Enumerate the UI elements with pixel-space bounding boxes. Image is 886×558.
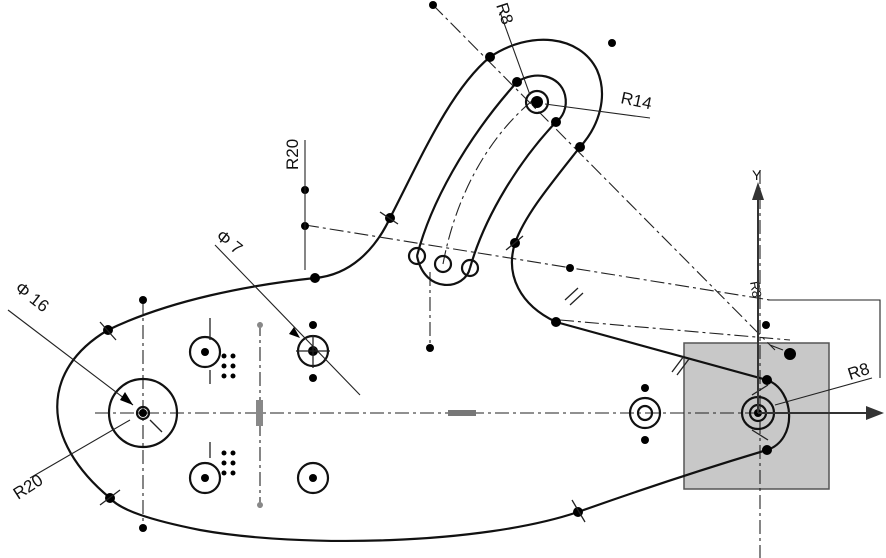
outline-origin-arc[interactable] bbox=[766, 378, 791, 452]
outline-bottom-curve[interactable] bbox=[109, 448, 768, 543]
hole-lower-left[interactable] bbox=[188, 461, 222, 495]
point[interactable] bbox=[762, 445, 772, 455]
dim-phi7-leader[interactable] bbox=[214, 244, 361, 396]
point bbox=[257, 322, 263, 328]
hole-phi16-outer[interactable] bbox=[107, 377, 179, 449]
point[interactable] bbox=[310, 273, 320, 283]
point bbox=[221, 470, 227, 476]
dim-bracket-tick bbox=[769, 344, 784, 351]
dim-r8-top-leader[interactable] bbox=[499, 11, 531, 96]
point[interactable] bbox=[309, 321, 317, 329]
dim-r14-label[interactable]: R14 bbox=[619, 88, 653, 113]
coordinate-axes: Y bbox=[752, 167, 884, 420]
outline-arm-top-arc[interactable] bbox=[489, 38, 604, 148]
r20-construction-line bbox=[304, 224, 771, 301]
dim-r20-left-label[interactable]: R20 bbox=[10, 470, 47, 503]
slot-top-arc[interactable] bbox=[516, 74, 567, 123]
slot-left-edge[interactable] bbox=[415, 81, 518, 257]
constraint-ticks bbox=[99, 211, 769, 523]
dim-phi16-label[interactable]: Φ 16 bbox=[12, 278, 53, 316]
arc-slot[interactable] bbox=[415, 74, 567, 287]
part-outline[interactable] bbox=[56, 38, 791, 543]
dim-r20-top-label[interactable]: R20 bbox=[283, 139, 302, 170]
point[interactable] bbox=[641, 384, 649, 392]
dim-r14-leader[interactable] bbox=[544, 103, 651, 119]
point bbox=[221, 450, 227, 456]
hole-phi16-inner[interactable] bbox=[135, 405, 151, 421]
dim-r20-left-leader[interactable] bbox=[29, 419, 131, 479]
point[interactable] bbox=[139, 409, 147, 417]
sketch-points[interactable] bbox=[103, 1, 796, 532]
point[interactable] bbox=[762, 321, 770, 329]
point bbox=[257, 502, 263, 508]
point[interactable] bbox=[551, 117, 561, 127]
slot-end-right[interactable] bbox=[460, 258, 480, 278]
outline-upper-right-line[interactable] bbox=[555, 320, 768, 382]
point bbox=[221, 353, 227, 359]
point[interactable] bbox=[575, 142, 585, 152]
point[interactable] bbox=[485, 52, 495, 62]
hole-bottom-middle-center bbox=[309, 474, 317, 482]
slot-right-edge[interactable] bbox=[468, 121, 557, 269]
slot-bottom-arc[interactable] bbox=[415, 255, 472, 287]
point bbox=[230, 353, 236, 359]
hole-lower-left-center bbox=[201, 474, 209, 482]
hole-upper-left-center bbox=[201, 348, 209, 356]
slot-top-center-ring[interactable] bbox=[524, 89, 550, 115]
hole-upper-left[interactable] bbox=[188, 335, 222, 369]
hole-right[interactable] bbox=[628, 396, 662, 430]
outline-arm-right-edge[interactable] bbox=[513, 146, 581, 244]
point bbox=[230, 460, 236, 466]
point bbox=[230, 363, 236, 369]
point[interactable] bbox=[139, 524, 147, 532]
point[interactable] bbox=[512, 77, 522, 87]
x-axis-arrow bbox=[866, 406, 884, 420]
dim-phi7-label[interactable]: Φ 7 bbox=[213, 226, 247, 258]
hole-bottom-middle[interactable] bbox=[296, 461, 330, 495]
point bbox=[230, 470, 236, 476]
dim-r8-small-label[interactable]: R8 bbox=[747, 280, 765, 299]
upper-diagonal-construction-line bbox=[432, 4, 776, 351]
point bbox=[230, 373, 236, 379]
hole-right-inner[interactable] bbox=[636, 404, 654, 422]
slot-end-left[interactable] bbox=[407, 246, 427, 266]
point[interactable] bbox=[762, 375, 772, 385]
point[interactable] bbox=[429, 1, 437, 9]
point bbox=[221, 363, 227, 369]
point bbox=[221, 373, 227, 379]
outline-r20-fillet[interactable] bbox=[314, 217, 391, 280]
point[interactable] bbox=[531, 96, 543, 108]
point[interactable] bbox=[551, 317, 561, 327]
slot-center-arc bbox=[442, 99, 534, 265]
point[interactable] bbox=[784, 348, 796, 360]
point[interactable] bbox=[641, 436, 649, 444]
dim-phi16-arrow bbox=[120, 392, 133, 405]
dim-phi16-leader[interactable] bbox=[7, 309, 134, 406]
dim-bracket bbox=[768, 299, 881, 378]
outline-left-lobe[interactable] bbox=[56, 276, 316, 499]
outline-arm-left-edge[interactable] bbox=[389, 56, 491, 219]
dim-phi7-arrow bbox=[289, 327, 300, 338]
point[interactable] bbox=[566, 264, 574, 272]
outline-right-fillet[interactable] bbox=[510, 242, 557, 323]
midpoint-marker bbox=[256, 400, 263, 426]
y-axis-arrow bbox=[752, 182, 764, 200]
point bbox=[230, 450, 236, 456]
slot-end-mid[interactable] bbox=[433, 254, 453, 274]
dim-r8-right-leader[interactable] bbox=[774, 377, 873, 406]
midpoint-marker bbox=[448, 410, 476, 416]
point[interactable] bbox=[309, 374, 317, 382]
holes[interactable] bbox=[107, 89, 776, 495]
y-axis-label: Y bbox=[752, 167, 762, 183]
point bbox=[221, 460, 227, 466]
point[interactable] bbox=[608, 39, 616, 47]
point[interactable] bbox=[139, 296, 147, 304]
point[interactable] bbox=[426, 344, 434, 352]
dim-r8-top-label[interactable]: R8 bbox=[492, 0, 517, 27]
dim-r8-right-label[interactable]: R8 bbox=[845, 359, 872, 384]
slot-lower-diagonal bbox=[559, 319, 791, 341]
center-lines bbox=[95, 4, 860, 558]
